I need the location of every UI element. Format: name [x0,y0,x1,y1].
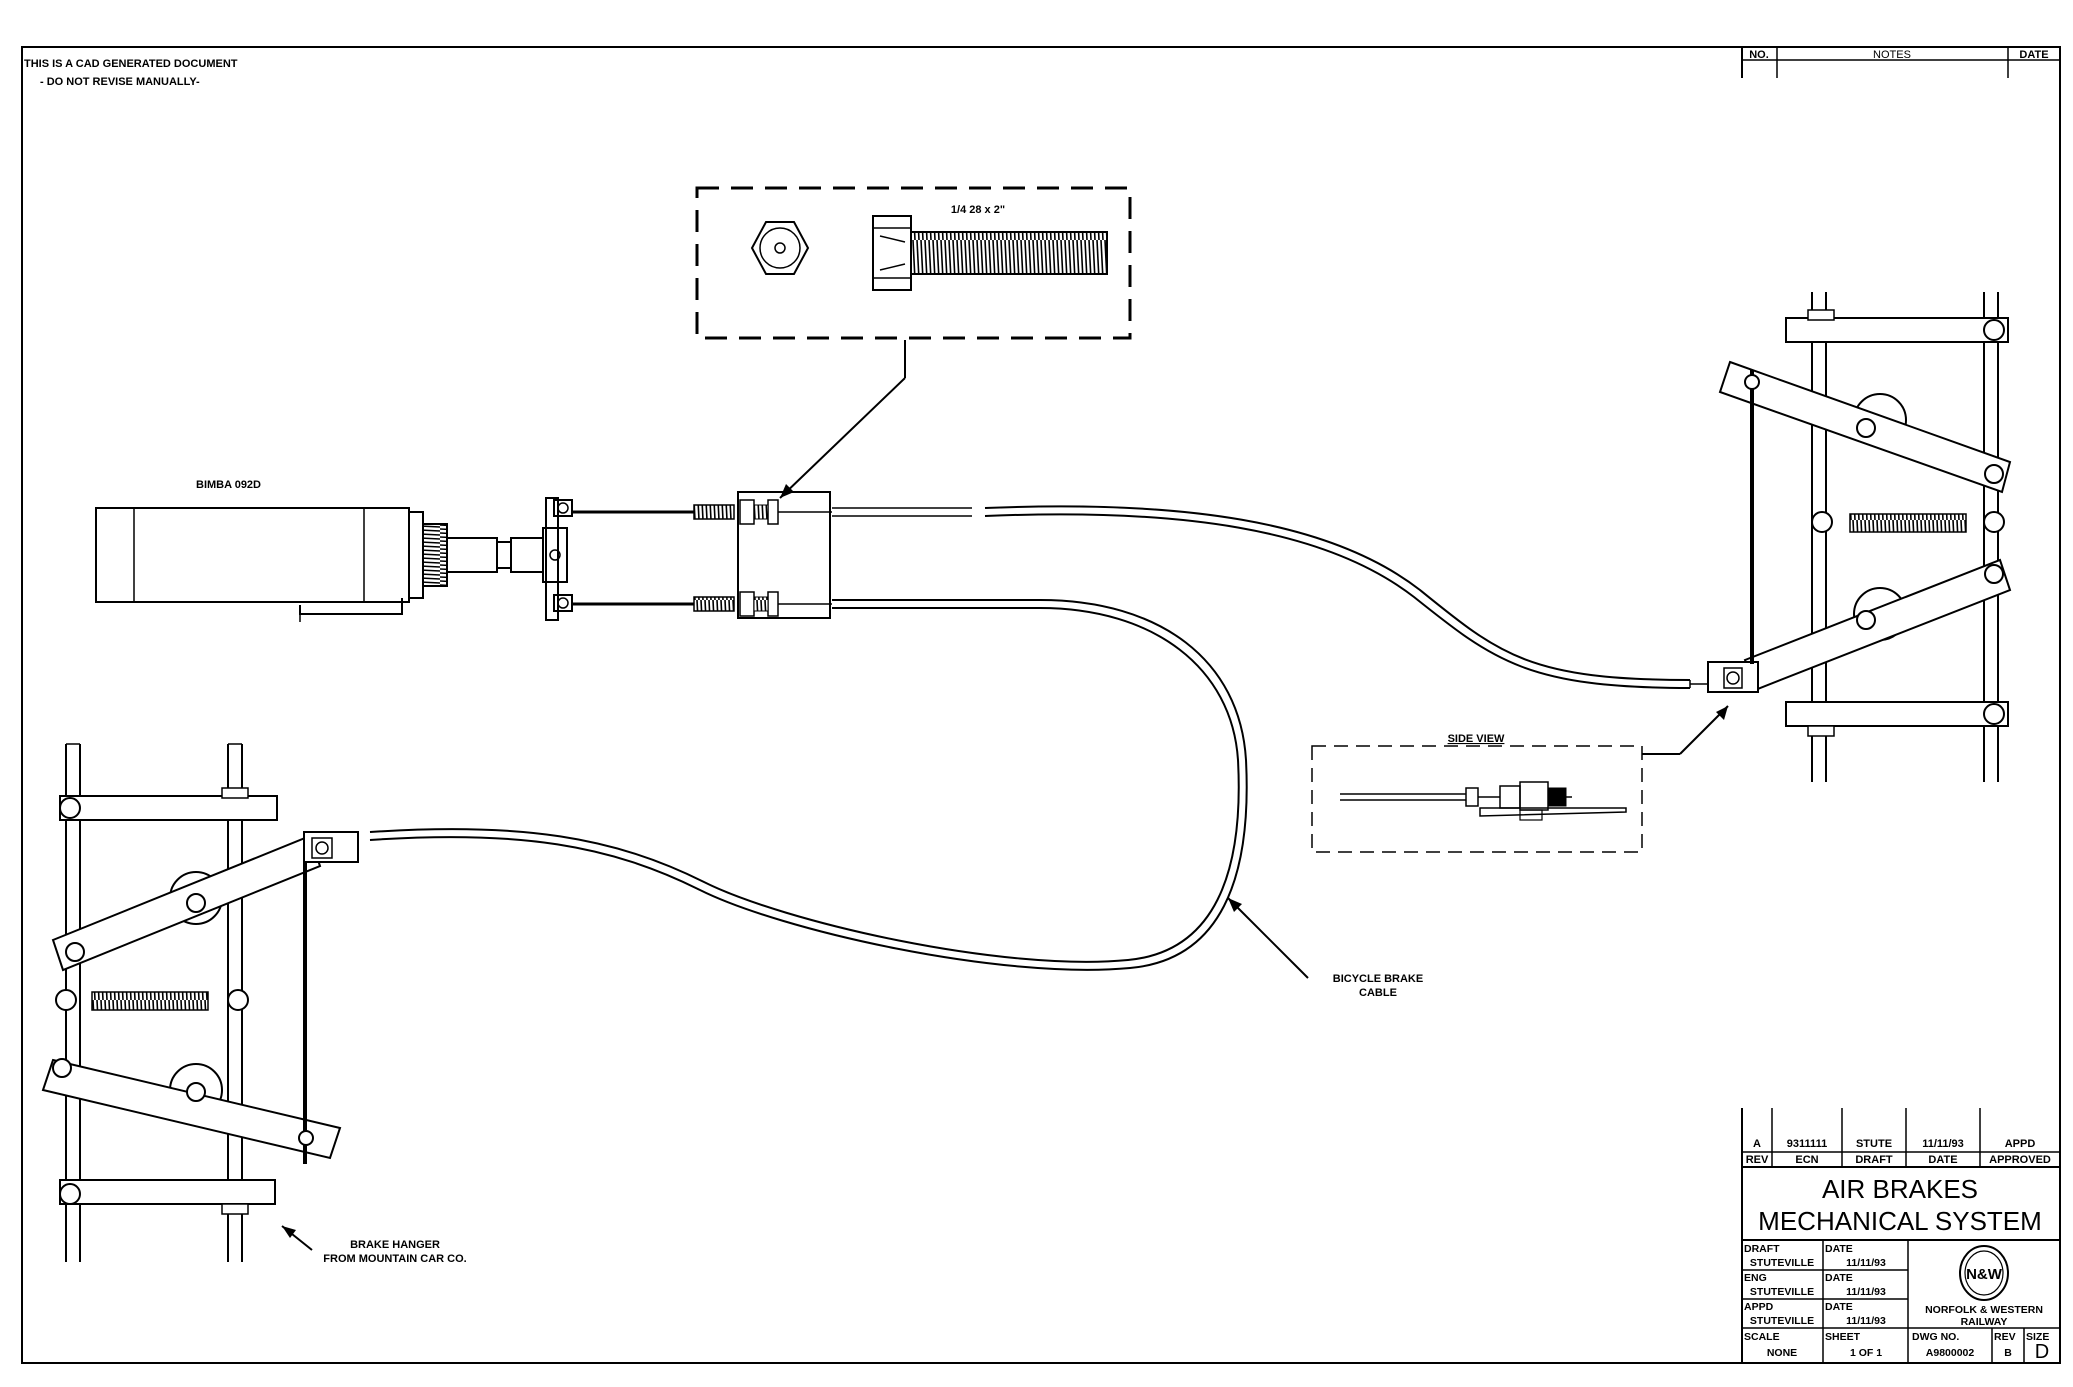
norfolk-western-logo [1959,1245,2009,1301]
appd-value: APPD [2005,1138,2036,1150]
draft-name: STUTEVILLE [1750,1257,1814,1269]
approved-header: APPROVED [1989,1154,2051,1166]
sheet-label: SHEET [1825,1331,1861,1343]
date-header: DATE [1928,1154,1957,1166]
rev-value: B [2004,1347,2012,1359]
bolt-detail: 1/4 28 x 2" [695,186,1132,499]
size-label: SIZE [2026,1331,2049,1343]
company-line2: RAILWAY [1961,1316,2008,1328]
cable-label-line2: CABLE [1359,987,1397,999]
drawing-title-line1: AIR BRAKES [1822,1174,1978,1204]
eng-date: 11/11/93 [1846,1286,1886,1298]
dwg-value: A9800002 [1926,1347,1975,1359]
bolt-spec-label: 1/4 28 x 2" [951,204,1005,216]
draft-value: STUTE [1856,1138,1892,1150]
hanger-label-line1: BRAKE HANGER [350,1239,440,1251]
side-view-label: SIDE VIEW [1448,733,1505,745]
cad-notice-line1: THIS IS A CAD GENERATED DOCUMENT [24,58,238,70]
drawing-title-line2: MECHANICAL SYSTEM [1758,1206,2042,1236]
ecn-header: ECN [1795,1154,1818,1166]
eng-label: ENG [1744,1272,1767,1284]
left-brake-hanger [41,743,359,1262]
air-cylinder [95,507,568,622]
bolt-icon [872,215,1108,291]
cylinder-label: BIMBA 092D [196,479,261,491]
rev-header: REV [1746,1154,1769,1166]
side-view-detail [1311,745,1643,853]
cad-notice-line2: - DO NOT REVISE MANUALLY- [40,76,200,88]
company-line1: NORFOLK & WESTERN [1925,1304,2043,1316]
draft-header: DRAFT [1855,1154,1893,1166]
brake-cable [369,505,1718,971]
draft-label: DRAFT [1744,1243,1780,1255]
right-brake-hanger [1707,292,2012,782]
rev-date-value: 11/11/93 [1922,1138,1964,1150]
cable-crosshead [545,491,832,621]
title-block: A 9311111 STUTE 11/11/93 APPD REV ECN DR… [1741,1108,2060,1363]
rev-col-notes: NOTES [1873,49,1911,61]
appd-date: 11/11/93 [1846,1315,1886,1327]
appd-label: APPD [1744,1301,1774,1313]
hanger-label-line2: FROM MOUNTAIN CAR CO. [323,1253,466,1265]
draft-date-label: DATE [1825,1243,1853,1255]
dwg-label: DWG NO. [1912,1331,1959,1343]
appd-name: STUTEVILLE [1750,1315,1814,1327]
rev-value-a: A [1753,1138,1761,1150]
scale-label: SCALE [1744,1331,1780,1343]
draft-date: 11/11/93 [1846,1257,1886,1269]
scale-value: NONE [1767,1347,1797,1359]
sheet-value: 1 OF 1 [1850,1347,1882,1359]
appd-date-label: DATE [1825,1301,1853,1313]
hex-nut-icon [750,221,810,275]
revision-block: NO. NOTES DATE [1741,47,2060,78]
logo-letters: N&W [1966,1266,2003,1283]
rev-col-date: DATE [2019,49,2048,61]
cable-leader [1227,897,1309,979]
eng-date-label: DATE [1825,1272,1853,1284]
size-value: D [2035,1341,2049,1363]
cable-label-line1: BICYCLE BRAKE [1333,973,1423,985]
ecn-value: 9311111 [1787,1138,1827,1150]
rev-col-no: NO. [1749,49,1769,61]
eng-name: STUTEVILLE [1750,1286,1814,1298]
sheet-border [21,46,2061,1364]
rev-label: REV [1994,1331,2016,1343]
